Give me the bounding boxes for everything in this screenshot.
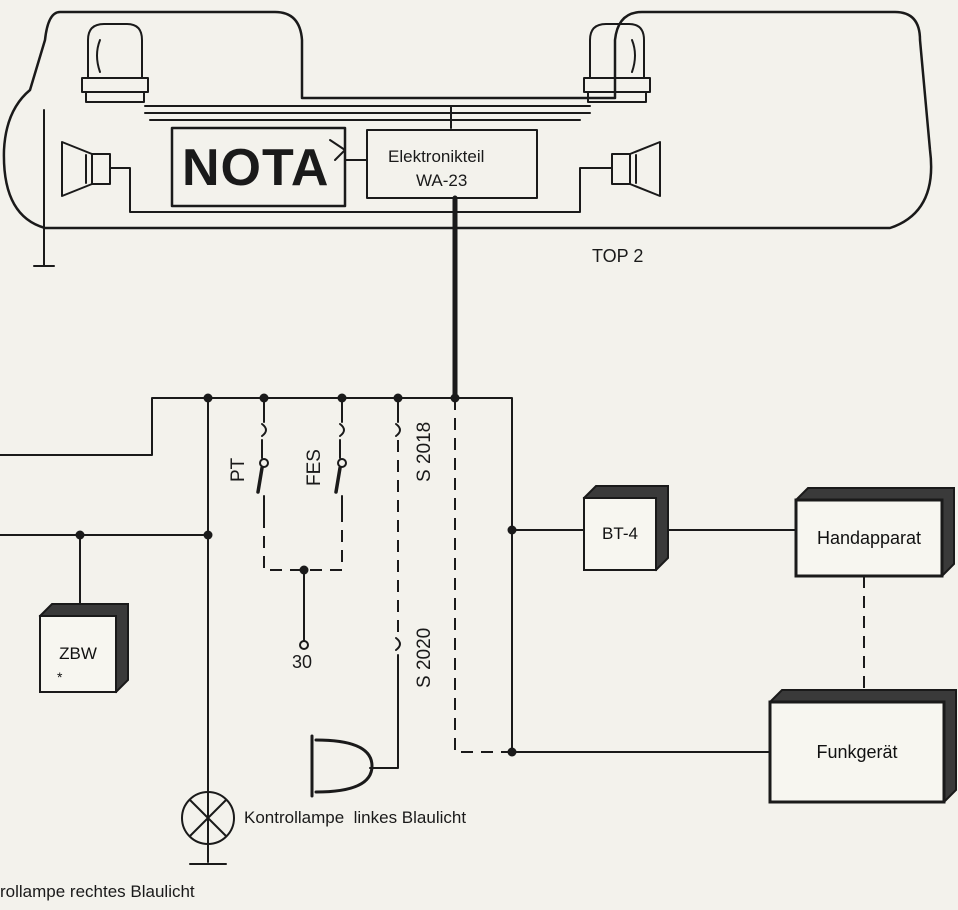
lamp-left-label: Kontrollampe linkes Blaulicht (244, 808, 467, 827)
left-beacon-icon (81, 23, 149, 103)
electronics-label-2: WA-23 (416, 171, 468, 190)
zbw-label: ZBW (59, 644, 97, 663)
electronics-box (366, 129, 538, 199)
funkgeraet-label: Funkgerät (816, 741, 898, 762)
bt4-label: BT-4 (602, 524, 638, 543)
terminal-30-label: 30 (292, 652, 313, 672)
lamp-right-label: rollampe rechtes Blaulicht (0, 882, 195, 901)
handapparat-label: Handapparat (816, 527, 922, 548)
bt4-box (582, 485, 669, 572)
switch-pt-label: PT (228, 457, 249, 482)
right-beacon-icon (583, 23, 651, 103)
nota-logo: NOTA (182, 139, 330, 197)
funkgeraet-box (768, 689, 957, 804)
lamp-icon (181, 791, 235, 845)
switch-fes-label: FES (304, 449, 325, 486)
switch-s2020-label: S 2020 (414, 627, 435, 688)
left-speaker-icon (61, 141, 111, 197)
right-speaker-icon (611, 141, 661, 197)
handapparat-box (794, 487, 955, 578)
electronics-label-1: Elektronikteil (388, 147, 485, 166)
zbw-box (38, 603, 129, 694)
buzzer-icon (310, 734, 374, 798)
nota-logo-box (170, 126, 347, 208)
model-label: TOP 2 (592, 246, 644, 266)
switch-s2018-label: S 2018 (414, 421, 435, 482)
lightbar-housing (2, 10, 933, 230)
svg-text:*: * (57, 669, 63, 685)
